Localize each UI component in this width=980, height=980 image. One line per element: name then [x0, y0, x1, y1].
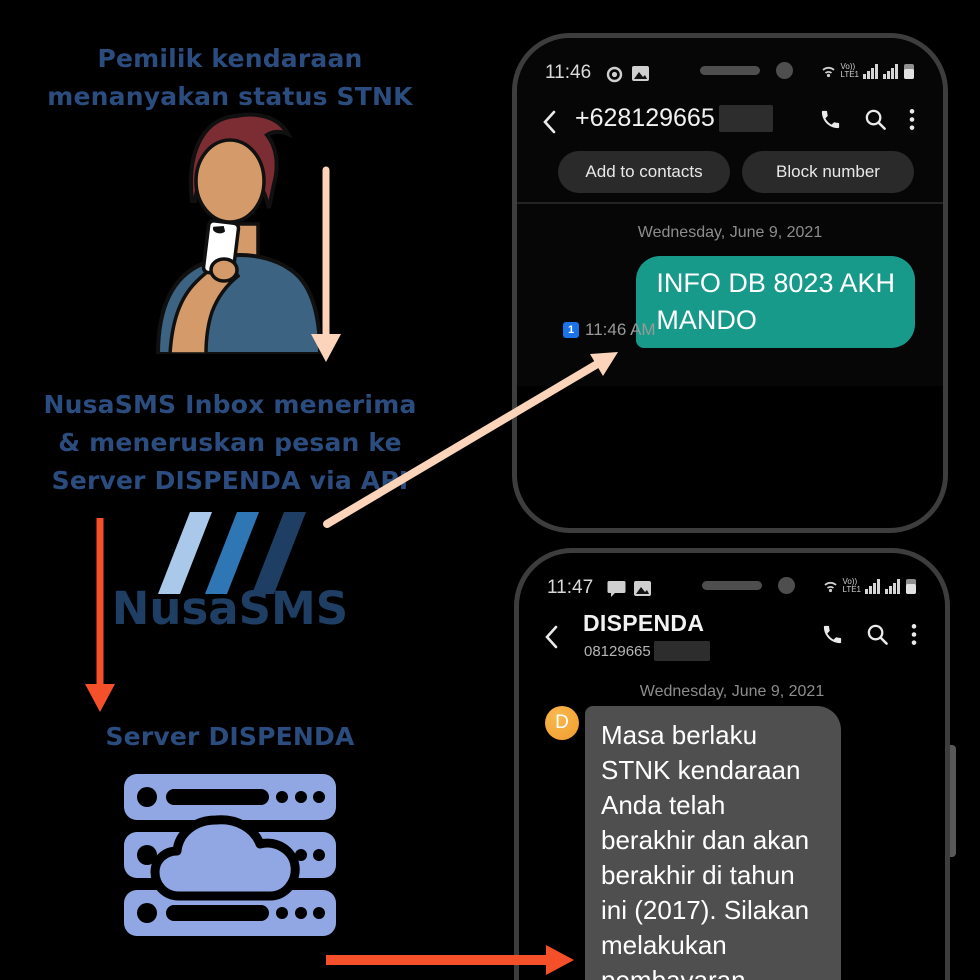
call-icon[interactable]: [819, 108, 842, 131]
step1-label: Pemilik kendaraan menanyakan status STNK: [47, 44, 413, 111]
nusasms-logo: NusaSMS: [40, 498, 420, 638]
block-number-button[interactable]: Block number: [742, 151, 914, 193]
phone2-mockup: 11:47 Vo))LTE1: [514, 548, 950, 980]
contact-number: +628129665: [575, 104, 773, 133]
gallery-status-icon: [632, 66, 649, 81]
more-vert-icon[interactable]: [909, 108, 915, 131]
volte-indicator: Vo))LTE1: [840, 61, 859, 79]
sent-message-time: 11:46 AM: [585, 320, 656, 339]
signal-bars-icon: [883, 63, 898, 79]
volte-indicator: Vo))LTE1: [842, 576, 861, 594]
sim-badge: 1: [563, 322, 579, 338]
signal-bars-icon: [885, 578, 900, 594]
back-icon[interactable]: [542, 110, 556, 134]
sender-name: DISPENDA: [583, 610, 705, 636]
phone2-status-time: 11:47: [547, 577, 594, 598]
call-icon[interactable]: [821, 623, 844, 646]
add-to-contacts-button[interactable]: Add to contacts: [558, 151, 730, 193]
more-vert-icon[interactable]: [911, 623, 917, 646]
phone1-mockup: 11:46 Vo))LTE1: [512, 33, 948, 533]
server-icon: [124, 774, 336, 936]
signal-bars-icon: [863, 63, 878, 79]
received-message-bubble: Masa berlaku STNK kendaraan Anda telah b…: [585, 706, 841, 980]
person-illustration: [155, 112, 323, 354]
speaker-pill: [702, 581, 762, 590]
sender-number: 08129665: [584, 641, 710, 661]
phone1-status-time: 11:46: [545, 62, 592, 83]
redacted-number-box: [653, 641, 710, 661]
divider: [517, 202, 943, 204]
signal-bars-icon: [865, 578, 880, 594]
wifi-calling-icon: [822, 66, 836, 77]
date-separator: Wednesday, June 9, 2021: [639, 683, 825, 700]
battery-icon: [904, 64, 914, 79]
search-icon[interactable]: [864, 108, 887, 131]
nusasms-logo-stripes-icon: [158, 512, 306, 594]
speaker-pill: [700, 66, 760, 75]
step3-label: Server DISPENDA: [105, 722, 355, 751]
chat-status-icon: [607, 581, 626, 597]
cloud-icon: [150, 815, 300, 901]
search-icon[interactable]: [866, 623, 889, 646]
redacted-number-box: [718, 105, 773, 132]
battery-icon: [906, 579, 916, 594]
nusasms-logo-text: NusaSMS: [111, 582, 349, 635]
wifi-calling-icon: [824, 581, 838, 592]
camera-punch-hole: [778, 577, 795, 594]
location-status-icon: [606, 66, 623, 83]
camera-punch-hole: [776, 62, 793, 79]
date-separator: Wednesday, June 9, 2021: [637, 224, 823, 241]
back-icon[interactable]: [544, 625, 558, 649]
step2-label: NusaSMS Inbox menerima & meneruskan pesa…: [43, 390, 417, 495]
sent-message-bubble: INFO DB 8023 AKH MANDO: [636, 256, 915, 348]
gallery-status-icon: [634, 581, 651, 596]
sender-avatar: D: [545, 706, 579, 740]
